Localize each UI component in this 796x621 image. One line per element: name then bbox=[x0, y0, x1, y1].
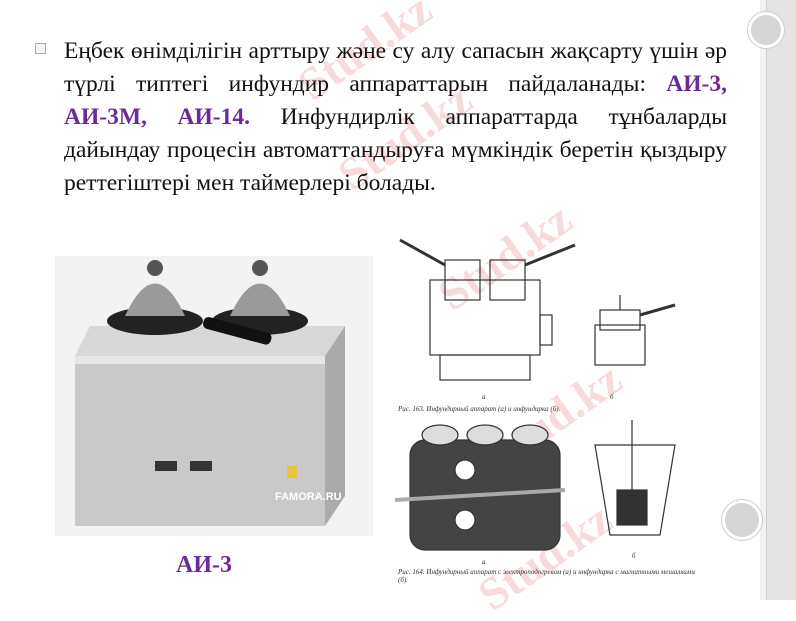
figure-163-label-b: б bbox=[610, 393, 614, 401]
figure-163-label-a: а bbox=[482, 393, 486, 401]
photo-watermark: FAMORA.RU bbox=[275, 491, 342, 503]
bullet-icon bbox=[35, 43, 46, 54]
paragraph-text: Еңбек өнімділігін арттыру және су алу са… bbox=[64, 38, 727, 97]
figure-163-drawing bbox=[385, 235, 695, 400]
photo-label: АИ-3 bbox=[176, 552, 232, 578]
body-paragraph: Еңбек өнімділігін арттыру және су алу са… bbox=[64, 35, 727, 200]
paragraph-text-2: Инфундирлік аппараттарда тұнбаларды дайы… bbox=[64, 104, 727, 196]
decor-circle-bottom bbox=[722, 500, 762, 540]
figure-164-caption: Рис. 164. Инфундирный аппарат с электроп… bbox=[398, 568, 695, 584]
side-bar bbox=[766, 0, 796, 600]
figure-164-label-b: б bbox=[632, 552, 636, 560]
decor-circle-top bbox=[748, 12, 784, 48]
figure-164-drawing bbox=[385, 415, 695, 560]
figure-164-label-a: а bbox=[482, 558, 486, 566]
model-names: АИ-3, АИ-3М, АИ-14. bbox=[64, 71, 727, 130]
figure-163-caption: Рис. 163. Инфундирный аппарат (а) и инфу… bbox=[398, 405, 561, 413]
ai3-photo: FAMORA.RU bbox=[55, 256, 373, 536]
slide-edge bbox=[760, 0, 766, 600]
